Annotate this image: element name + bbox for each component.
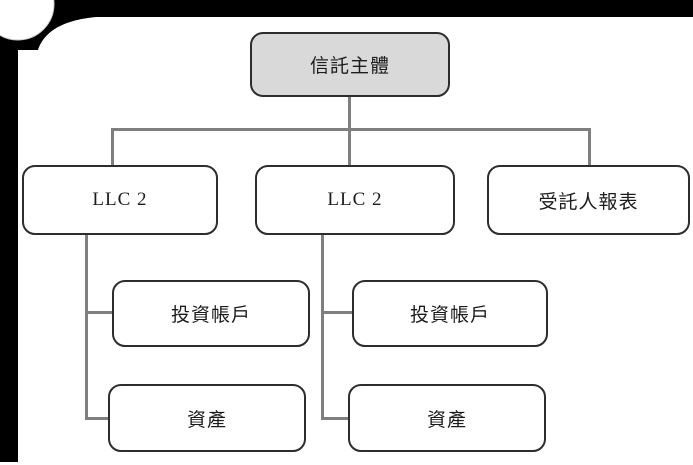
connector-branch-llc-middle xyxy=(321,234,324,420)
connector-drop-llc-middle xyxy=(348,128,351,166)
node-llc-middle: LLC 2 xyxy=(255,165,455,235)
node-label: LLC 2 xyxy=(327,189,383,210)
node-assets-middle: 資產 xyxy=(348,384,546,452)
node-label: 資產 xyxy=(186,409,227,431)
connector-branch-llc-left xyxy=(85,234,88,420)
node-label: LLC 2 xyxy=(92,189,148,210)
connector-drop-llc-left xyxy=(111,128,114,166)
node-label: 資產 xyxy=(426,409,467,431)
node-investment-account-left: 投資帳戶 xyxy=(112,280,310,347)
page-curl-icon xyxy=(0,0,55,41)
node-investment-account-middle: 投資帳戶 xyxy=(352,280,548,347)
node-label: 信託主體 xyxy=(309,56,390,77)
connector-drop-trustee-report xyxy=(588,128,591,166)
connector-root-trunk xyxy=(348,96,351,130)
node-label: 受託人報表 xyxy=(538,191,639,213)
node-llc-left: LLC 2 xyxy=(22,165,218,235)
node-label: 投資帳戶 xyxy=(170,305,251,326)
connector-level2-rail xyxy=(111,128,591,131)
connector-stub-assets-middle xyxy=(321,417,349,420)
node-label: 投資帳戶 xyxy=(409,305,490,326)
node-trustee-report: 受託人報表 xyxy=(487,165,690,235)
connector-stub-invest-middle xyxy=(321,311,353,314)
scan-top-band xyxy=(0,0,693,17)
node-trust-entity: 信託主體 xyxy=(250,32,450,97)
node-assets-left: 資產 xyxy=(108,384,306,452)
connector-stub-assets-left xyxy=(85,417,109,420)
connector-stub-invest-left xyxy=(85,311,113,314)
scan-left-bar xyxy=(0,0,18,462)
